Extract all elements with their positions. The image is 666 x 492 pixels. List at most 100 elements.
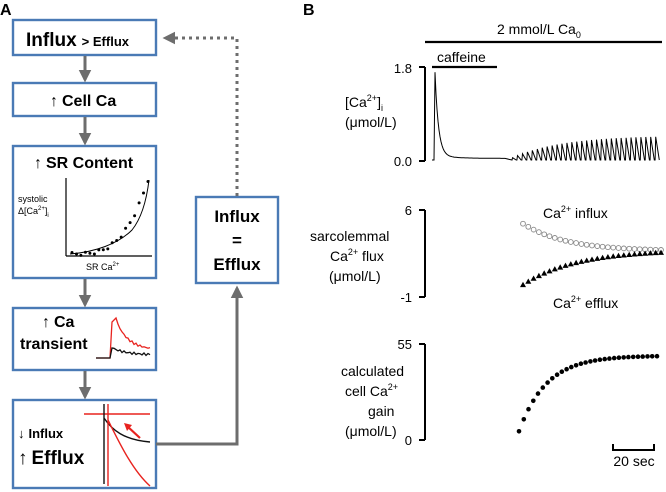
- influx-point: [530, 226, 537, 233]
- gain-point: [516, 429, 522, 434]
- panel-b-label: B: [303, 2, 315, 19]
- influx-point: [631, 246, 638, 252]
- trace2-label-1: sarcolemmal: [310, 228, 389, 244]
- ca-transient-line1: ↑Ca: [42, 314, 75, 331]
- trace1-label-2: (μmol/L): [345, 114, 397, 130]
- increase-efflux-text: ↑Efflux: [18, 448, 85, 469]
- gain-point: [607, 356, 612, 361]
- efflux-point: [658, 249, 664, 255]
- efflux-point: [642, 250, 649, 256]
- influx-point: [615, 245, 622, 251]
- arrow-efflux-to-balance: [156, 285, 244, 446]
- gain-point: [583, 360, 588, 365]
- trace3-ymax: 55: [398, 337, 412, 352]
- gain-point: [578, 361, 584, 367]
- inset-xlabel: SR Ca2+: [86, 262, 120, 272]
- inset-point: [115, 239, 119, 242]
- gain-point: [526, 406, 531, 412]
- inset-point: [75, 252, 78, 256]
- efflux-point: [631, 251, 638, 257]
- efflux-series-label: Ca2+ efflux: [553, 294, 618, 311]
- efflux-point: [620, 252, 627, 258]
- efflux-point: [520, 281, 526, 288]
- influx-series-label: Ca2+ influx: [543, 204, 608, 221]
- gain-point: [630, 354, 636, 360]
- scale-bar: [612, 444, 655, 451]
- efflux-point: [652, 249, 659, 256]
- inset-point: [83, 250, 87, 254]
- trace3-label-3: gain: [368, 403, 394, 419]
- inset-point: [92, 252, 96, 256]
- balance-line3: Efflux: [213, 255, 261, 274]
- ca0-label: 2 mmol/L Ca0: [497, 21, 581, 40]
- gain-point: [654, 353, 660, 359]
- efflux-point: [562, 262, 569, 268]
- gain-point: [592, 358, 598, 363]
- efflux-point: [589, 256, 595, 262]
- gain-point: [545, 380, 550, 385]
- current-inset: [84, 404, 151, 487]
- trace1-ymin: 0.0: [394, 154, 412, 169]
- efflux-point: [647, 250, 654, 256]
- gain-point: [649, 354, 655, 359]
- inset-point: [97, 248, 101, 252]
- sr-content-text: ↑SR Content: [34, 155, 134, 172]
- scale-bar-label: 20 sec: [613, 453, 654, 469]
- influx-point: [567, 239, 574, 245]
- ca-transient-line2: transient: [20, 336, 88, 353]
- inset-ylabel-2: Δ[Ca2+]i: [18, 206, 49, 219]
- trace3-label-2: cell Ca2+: [345, 382, 398, 399]
- influx-point: [599, 243, 606, 250]
- trace3-ymin: 0: [405, 433, 412, 448]
- inset-point: [106, 247, 110, 251]
- efflux-point: [594, 255, 601, 261]
- influx-point: [562, 237, 569, 244]
- influx-point: [578, 241, 585, 247]
- gain-point: [564, 366, 569, 372]
- influx-point: [620, 245, 627, 252]
- influx-equals-efflux-box: [194, 195, 280, 285]
- gain-point: [640, 354, 645, 359]
- efflux-point: [636, 250, 643, 257]
- influx-point: [525, 223, 532, 230]
- gain-point: [588, 359, 593, 364]
- gain-point: [602, 356, 607, 362]
- caffeine-label: caffeine: [437, 49, 486, 65]
- efflux-point: [578, 258, 585, 264]
- gain-series: [516, 353, 660, 434]
- inset-point: [88, 251, 92, 255]
- efflux-point: [525, 278, 532, 284]
- inset-point: [124, 226, 128, 230]
- efflux-point: [535, 272, 542, 279]
- inset-point: [119, 235, 123, 239]
- efflux-point: [615, 252, 622, 258]
- inset-point: [142, 191, 145, 195]
- influx-point: [520, 220, 526, 227]
- gain-point: [550, 376, 555, 381]
- gain-point: [540, 385, 546, 390]
- influx-point: [546, 233, 553, 240]
- cell-ca-text: ↑Cell Ca: [50, 93, 116, 110]
- inset-ylabel-1: systolic: [18, 194, 48, 204]
- sr-content-inset-plot: [65, 178, 152, 257]
- influx-point: [594, 243, 601, 249]
- influx-point: [626, 245, 633, 252]
- influx-point: [583, 241, 590, 248]
- trace1-ymax: 1.8: [394, 61, 412, 76]
- trace2-ymin: -1: [400, 290, 412, 305]
- efflux-point: [599, 254, 606, 260]
- influx-point: [551, 235, 558, 241]
- gain-point: [521, 417, 527, 422]
- gain-point: [645, 354, 650, 359]
- efflux-point: [541, 270, 548, 276]
- influx-point: [610, 244, 617, 251]
- influx-efflux-box: [11, 398, 158, 490]
- gain-point: [535, 391, 541, 396]
- trace1-label-1: [Ca2+]i: [345, 93, 383, 113]
- efflux-point: [604, 254, 611, 260]
- efflux-point: [567, 261, 574, 267]
- gain-point: [531, 398, 536, 404]
- gain-point: [626, 354, 631, 360]
- calcium-trace: [432, 72, 660, 161]
